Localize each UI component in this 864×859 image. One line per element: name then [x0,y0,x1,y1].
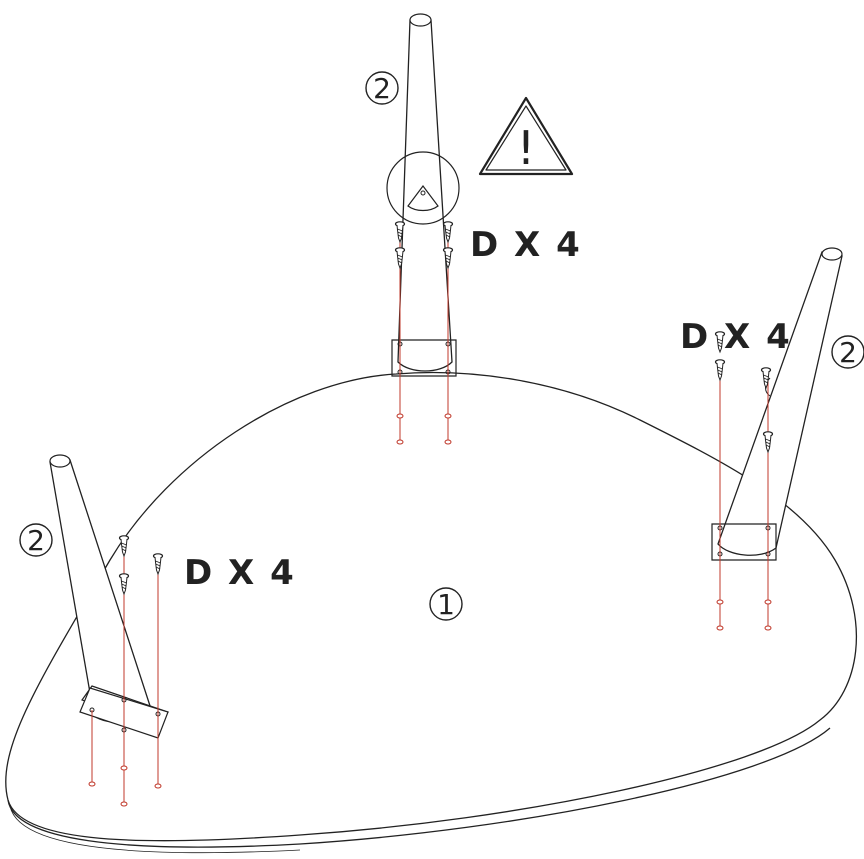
part-number: 2 [839,336,857,369]
part-number: 1 [437,588,455,621]
screw-quantity-label: D X 4 [680,317,792,357]
leg-left [49,454,169,739]
part-label-leg-center: 2 [365,71,399,105]
warning-symbol: ! [517,121,535,175]
warning-triangle-icon: ! [478,96,574,176]
part-number: 2 [27,524,45,557]
table-top [5,371,858,854]
leg-center [386,13,460,377]
part-label-leg-left: 2 [19,523,53,557]
part-number: 2 [373,72,391,105]
screw [714,359,726,381]
part-label-table-top: 1 [429,587,463,621]
part-label-leg-right: 2 [831,335,864,369]
screw-quantity-label: D X 4 [184,553,296,593]
leg-right [711,247,843,561]
detail-callout [386,151,460,225]
screw-quantity-label: D X 4 [470,225,582,265]
